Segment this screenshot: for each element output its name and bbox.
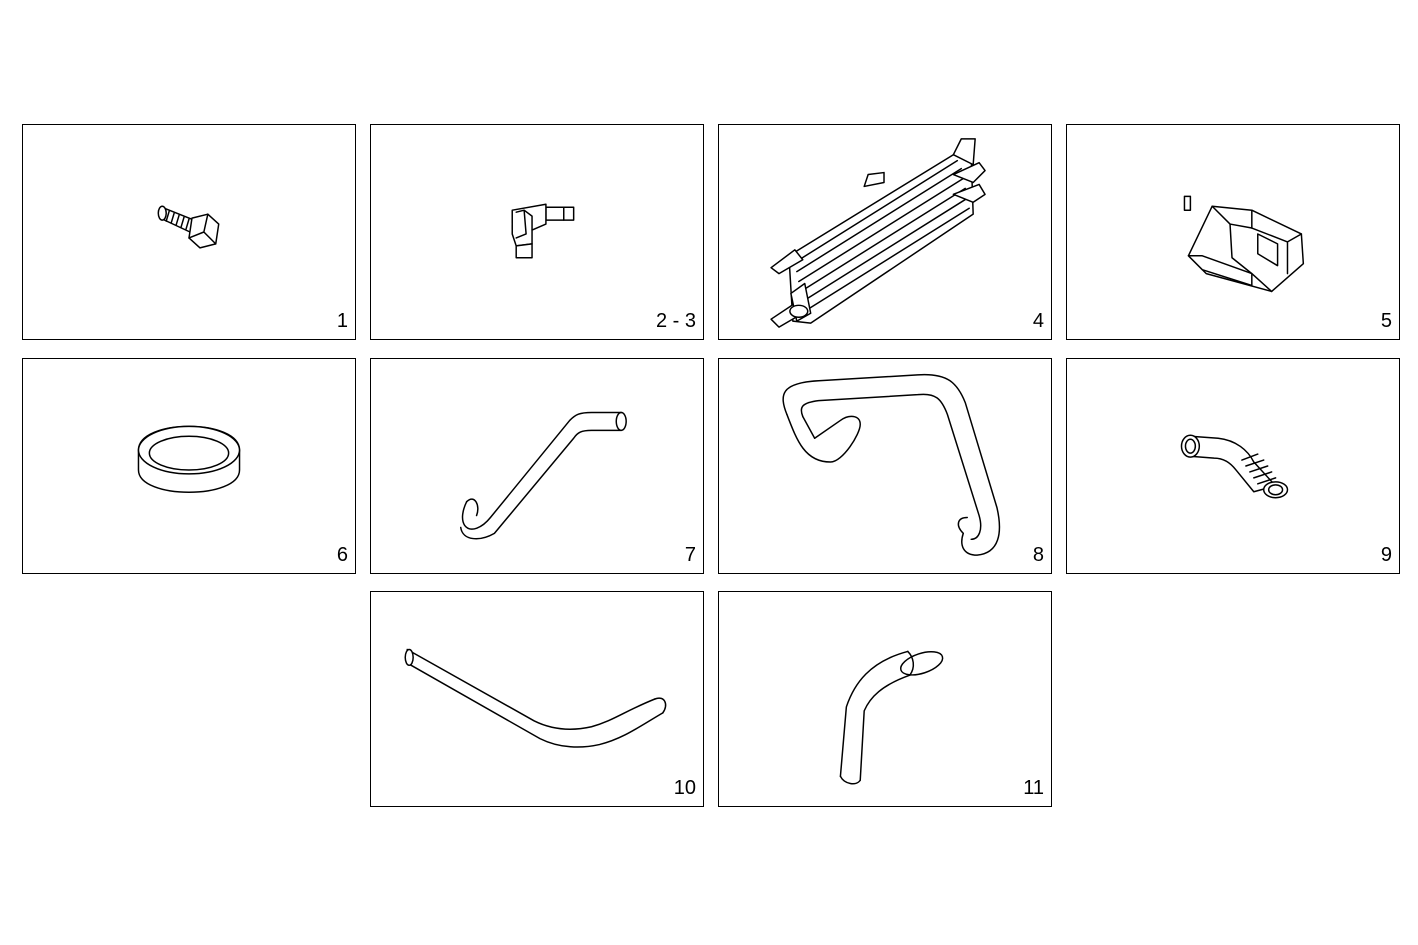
hose-icon	[404, 648, 667, 748]
part-number: 7	[684, 544, 696, 566]
hose-icon	[459, 411, 627, 540]
hose-icon	[839, 650, 944, 785]
part-tile-4[interactable]: 4	[718, 124, 1052, 340]
hose-icon	[782, 373, 1001, 556]
seal-ring-icon	[137, 425, 241, 493]
part-number: 6	[336, 544, 348, 566]
part-tile-2-3[interactable]: 2 - 3	[370, 124, 704, 340]
part-tile-11[interactable]: 11	[718, 591, 1052, 807]
part-tile-9[interactable]: 9	[1066, 358, 1400, 574]
part-number: 5	[1380, 310, 1392, 332]
part-number: 11	[1023, 777, 1044, 799]
part-number: 10	[673, 777, 696, 799]
part-tile-1[interactable]: 1	[22, 124, 356, 340]
part-number: 1	[336, 310, 348, 332]
engine-mount-icon	[1183, 195, 1305, 293]
part-tile-8[interactable]: 8	[718, 358, 1052, 574]
part-number: 8	[1032, 544, 1044, 566]
radiator-cooler-icon	[770, 138, 986, 328]
part-tile-7[interactable]: 7	[370, 358, 704, 574]
part-number: 9	[1380, 544, 1392, 566]
bolt-icon	[157, 205, 220, 249]
part-number: 2 - 3	[655, 310, 696, 332]
part-tile-5[interactable]: 5	[1066, 124, 1400, 340]
part-number: 4	[1032, 310, 1044, 332]
part-tile-10[interactable]: 10	[370, 591, 704, 807]
elbow-connector-icon	[511, 203, 575, 259]
part-tile-6[interactable]: 6	[22, 358, 356, 574]
corrugated-hose-icon	[1180, 434, 1289, 499]
